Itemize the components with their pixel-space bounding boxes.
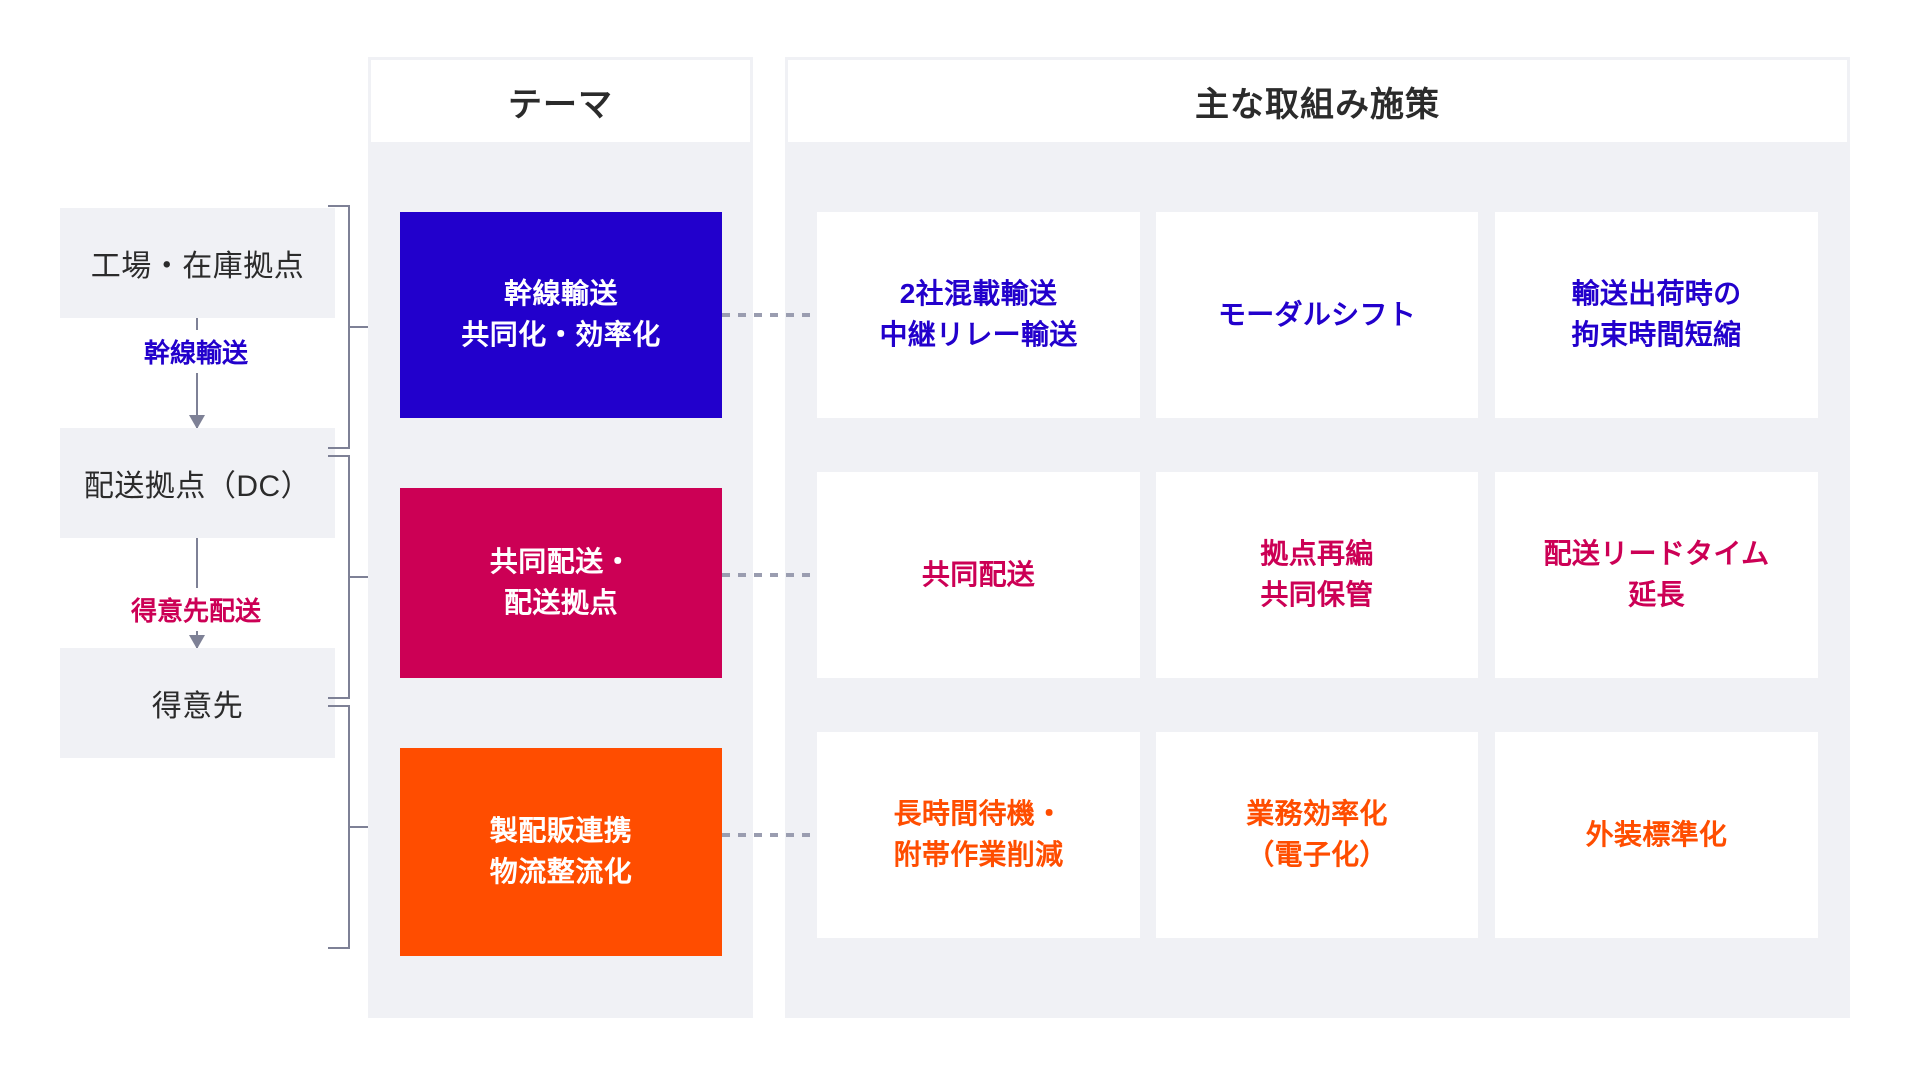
measure-card-2-2[interactable]: 外装標準化 [1495, 732, 1818, 938]
flow-node-label: 工場・在庫拠点 [90, 250, 305, 283]
theme-block-text: 幹線輸送 共同化・効率化 [461, 278, 661, 350]
measure-card-1-0[interactable]: 共同配送 [817, 472, 1140, 678]
column-header-measures: 主な取組み施策 [785, 57, 1850, 145]
measure-card-1-2[interactable]: 配送リードタイム 延長 [1495, 472, 1818, 678]
bracket-row-1 [328, 205, 404, 449]
column-header-theme: テーマ [368, 57, 753, 145]
dotted-connector-row-0 [722, 313, 817, 317]
measure-card-text: 輸送出荷時の 拘束時間短縮 [1571, 278, 1742, 350]
flow-arrow-label-delivery: 得意先配送 [0, 588, 392, 631]
dotted-connector-row-2 [722, 833, 817, 837]
measure-card-text: モーダルシフト [1217, 298, 1417, 330]
measure-card-text: 配送リードタイム 延長 [1543, 538, 1770, 610]
measure-card-2-1[interactable]: 業務効率化 （電子化） [1156, 732, 1478, 938]
measure-card-0-2[interactable]: 輸送出荷時の 拘束時間短縮 [1495, 212, 1818, 418]
arrowhead-icon [189, 415, 205, 429]
bracket-row-2 [328, 455, 404, 699]
measure-card-text: 長時間待機・ 附帯作業削減 [893, 798, 1064, 870]
measure-card-2-0[interactable]: 長時間待機・ 附帯作業削減 [817, 732, 1140, 938]
flow-node-factory: 工場・在庫拠点 [60, 208, 335, 318]
measure-card-text: 拠点再編 共同保管 [1260, 538, 1374, 610]
flow-node-label: 配送拠点（DC） [83, 470, 312, 503]
measure-card-1-1[interactable]: 拠点再編 共同保管 [1156, 472, 1478, 678]
column-header-measures-label: 主な取組み施策 [1195, 85, 1440, 124]
theme-block-text: 製配販連携 物流整流化 [489, 815, 633, 887]
dotted-connector-row-1 [722, 573, 817, 577]
flow-node-customer: 得意先 [60, 648, 335, 758]
measure-card-text: 共同配送 [921, 558, 1036, 590]
theme-block-1[interactable]: 共同配送・ 配送拠点 [400, 488, 722, 678]
arrowhead-icon [189, 635, 205, 649]
bracket-row-3 [328, 705, 404, 949]
column-header-theme-label: テーマ [508, 85, 613, 124]
flow-arrow-label-trunk: 幹線輸送 [0, 330, 392, 373]
measure-card-text: 2社混載輸送 中継リレー輸送 [879, 278, 1078, 350]
theme-block-text: 共同配送・ 配送拠点 [489, 546, 633, 618]
theme-block-2[interactable]: 製配販連携 物流整流化 [400, 748, 722, 956]
measure-card-0-0[interactable]: 2社混載輸送 中継リレー輸送 [817, 212, 1140, 418]
measure-card-0-1[interactable]: モーダルシフト [1156, 212, 1478, 418]
flow-node-dc: 配送拠点（DC） [60, 428, 335, 538]
flow-arrow-trunk [189, 318, 205, 429]
flow-node-label: 得意先 [151, 690, 244, 723]
measure-card-text: 業務効率化 （電子化） [1246, 798, 1388, 870]
theme-block-0[interactable]: 幹線輸送 共同化・効率化 [400, 212, 722, 418]
measure-card-text: 外装標準化 [1585, 818, 1728, 850]
